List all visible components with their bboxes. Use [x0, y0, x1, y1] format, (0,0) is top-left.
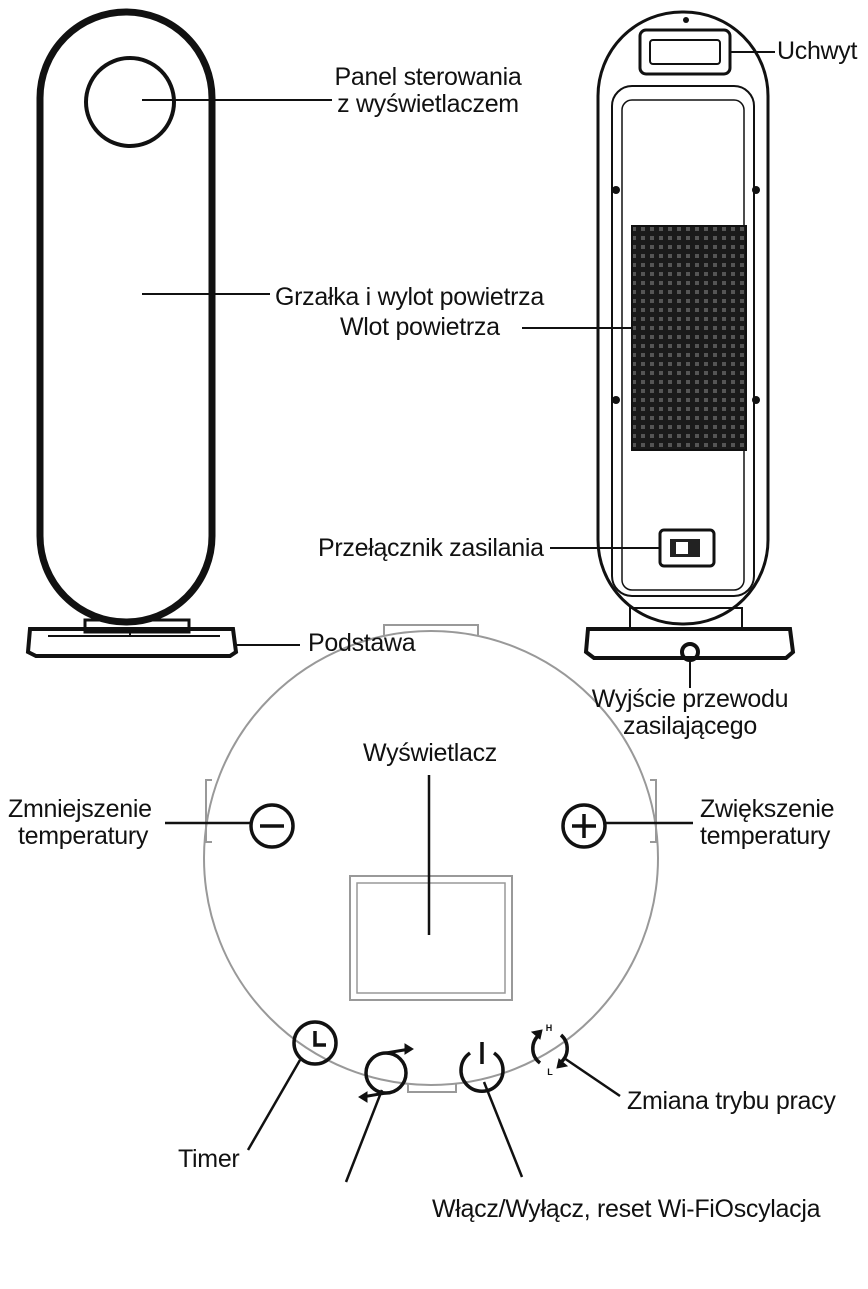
label-control-panel-line2: z wyświetlaczem: [337, 90, 519, 118]
panel-display: [349, 875, 513, 1001]
leader-timer: [246, 1059, 302, 1151]
back-air-grille: [631, 225, 747, 451]
mode-icon-letter-high: H: [546, 1023, 553, 1033]
leader-mode: [563, 1056, 621, 1098]
label-control-panel-line1: Panel sterowania: [334, 63, 522, 91]
label-heater-outlet: Grzałka i wylot powietrza: [275, 283, 544, 311]
minus-icon: [249, 803, 295, 849]
back-handle: [638, 28, 732, 76]
leader-power: [482, 1081, 524, 1178]
label-cord-exit-line2: zasilającego: [623, 712, 757, 740]
control-panel-view: H L: [165, 624, 693, 1183]
mode-icon-letter-low: L: [547, 1067, 553, 1077]
label-air-inlet: Wlot powietrza: [340, 313, 500, 341]
oscillation-icon: [358, 1043, 414, 1103]
front-view: [25, 8, 332, 658]
label-display: Wyświetlacz: [363, 739, 497, 767]
label-handle: Uchwyt: [777, 37, 858, 65]
label-control-panel: Panel sterowania z wyświetlaczem: [318, 64, 538, 118]
label-base: Podstawa: [308, 629, 416, 657]
label-cord-exit: Wyjście przewodu zasilającego: [570, 686, 810, 740]
label-power-osc: Włącz/Wyłącz, reset Wi-FiOscylacja: [432, 1195, 821, 1223]
front-body: [36, 8, 216, 626]
back-base: [583, 627, 796, 660]
label-temp-down-line1: Zmniejszenie: [8, 795, 152, 823]
label-power-switch: Przełącznik zasilania: [318, 534, 544, 562]
front-base: [25, 627, 239, 658]
timer-clock-icon: [292, 1020, 338, 1066]
mode-icon: [530, 1029, 569, 1069]
front-neck: [83, 618, 191, 634]
label-temp-up-line1: Zwiększenie: [700, 795, 835, 823]
label-temp-down: Zmniejszenie temperatury: [8, 796, 152, 850]
power-icon: [459, 1042, 505, 1093]
plus-icon: [561, 803, 607, 849]
panel-outline: [203, 630, 659, 1086]
leader-oscillation: [344, 1089, 384, 1183]
label-timer: Timer: [178, 1145, 240, 1173]
label-temp-up: Zwiększenie temperatury: [700, 795, 835, 850]
label-mode-change: Zmiana trybu pracy: [627, 1087, 836, 1115]
label-temp-up-line2: temperatury: [700, 822, 831, 850]
label-cord-exit-line1: Wyjście przewodu: [591, 685, 789, 713]
label-temp-down-line2: temperatury: [18, 822, 149, 850]
front-control-panel: [84, 56, 176, 148]
back-body: [596, 10, 770, 626]
back-view: [522, 10, 796, 688]
